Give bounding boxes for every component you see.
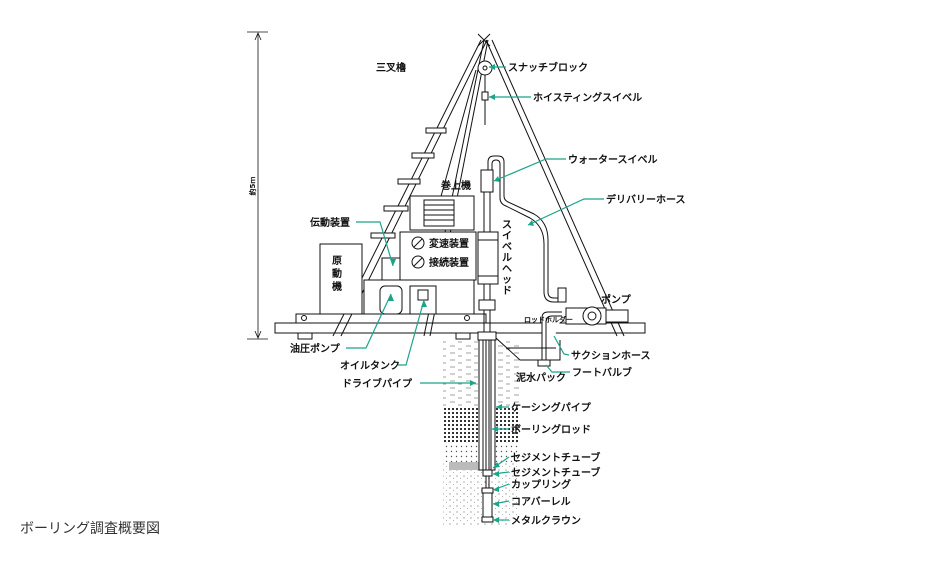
label-suction-hose: サクションホース bbox=[571, 350, 651, 362]
label-drive-pipe: ドライブパイプ bbox=[342, 377, 413, 390]
label-oil-tank: オイルタンク bbox=[340, 360, 400, 372]
label-setsuzoku: 接続装置 bbox=[429, 256, 469, 269]
base-platform bbox=[274, 313, 646, 340]
label-water-swivel: ウォータースイベル bbox=[568, 154, 658, 166]
label-sanmata: 三叉櫓 bbox=[376, 61, 406, 74]
label-boring-rod: ボーリングロッド bbox=[511, 423, 591, 436]
diagram-caption: ボーリング調査概要図 bbox=[20, 521, 160, 537]
height-dimension bbox=[247, 31, 268, 340]
label-swivel-head: スイベルヘッド bbox=[502, 219, 512, 297]
label-sediment-tube-2: セジメントチューブ bbox=[511, 466, 600, 479]
label-makiage: 巻上機 bbox=[440, 179, 471, 192]
label-snatch-block: スナッチブロック bbox=[508, 61, 588, 74]
label-gensoku: 原動機 bbox=[332, 255, 342, 293]
label-casing-pipe: ケーシングパイプ bbox=[511, 401, 592, 414]
label-metal-crown: メタルクラウン bbox=[511, 515, 581, 527]
label-rod-holder: ロッドホルダー bbox=[524, 315, 573, 324]
label-sediment-tube-1: セジメントチューブ bbox=[511, 451, 600, 464]
label-hensoku: 変速装置 bbox=[429, 237, 469, 250]
height-label: 約5ｍ bbox=[248, 177, 257, 196]
label-deisui-pack: 泥水パック bbox=[516, 371, 566, 384]
drill-string-underground bbox=[477, 331, 497, 523]
label-delivery-hose: デリバリーホース bbox=[606, 193, 686, 206]
label-coupling: カップリング bbox=[511, 478, 571, 491]
label-foot-valve: フートバルブ bbox=[572, 366, 632, 379]
label-hoisting-swivel: ホイスティングスイベル bbox=[533, 91, 642, 104]
label-dendo: 伝動装置 bbox=[310, 216, 350, 229]
leader-arrowheads bbox=[388, 64, 534, 523]
delivery-hose-part bbox=[499, 190, 562, 303]
label-pump: ポンプ bbox=[601, 293, 632, 306]
drill-machine-part bbox=[363, 195, 477, 315]
prime-mover-part bbox=[319, 243, 363, 315]
snatch-block-part bbox=[439, 60, 493, 201]
label-core-barrel: コアバーレル bbox=[511, 496, 571, 508]
swivel-head-part bbox=[477, 155, 505, 332]
mud-pack-part bbox=[495, 337, 561, 367]
label-yuatsu-pump: 油圧ポンプ bbox=[290, 342, 341, 355]
